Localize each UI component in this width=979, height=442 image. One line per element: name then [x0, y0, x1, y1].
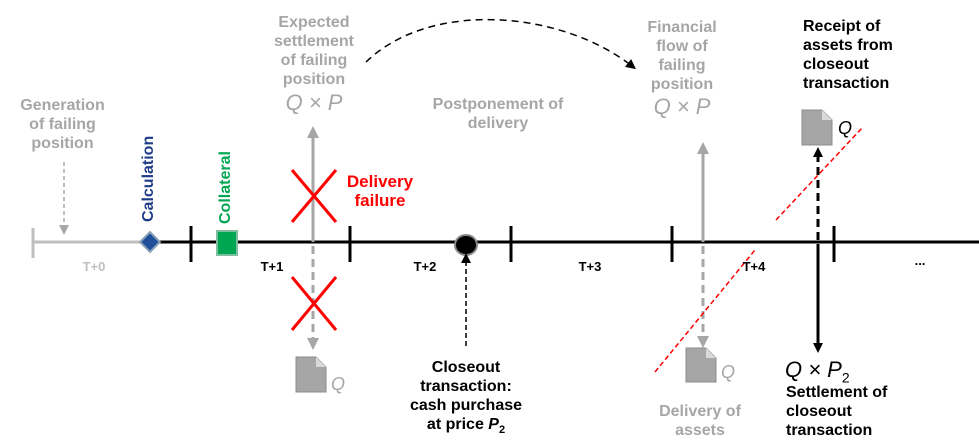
delivery-failure-label: Delivery failure: [346, 172, 414, 210]
document-icon-middle: [685, 347, 717, 383]
red-diagonal-right: [775, 127, 863, 221]
period-label-t4: T+4: [742, 259, 766, 274]
postponement-label: Postponement of delivery: [432, 96, 564, 132]
period-label-t1: T+1: [260, 259, 284, 274]
q-label-middle: Q: [721, 362, 736, 382]
period-label-t3: T+3: [578, 259, 602, 274]
expected-formula: Q × P: [285, 90, 343, 115]
financial-formula: Q × P: [653, 94, 711, 119]
period-label-t0: T+0: [82, 259, 106, 274]
q-label-left: Q: [331, 374, 346, 394]
closeout-dot: [454, 234, 478, 256]
closeout-label: Closeout transaction: cash purchase at p…: [409, 359, 523, 437]
delivery-assets-label: Delivery of assets: [659, 403, 741, 439]
expected-settlement-label: Expected settlement of failing position: [273, 14, 355, 88]
period-label-t2: T+2: [413, 259, 437, 274]
postponement-arrow: [365, 18, 636, 70]
collateral-marker: [216, 230, 238, 256]
q-label-right: Q: [838, 118, 853, 138]
failure-cross-bottom: [290, 276, 338, 331]
failure-cross-top: [290, 169, 338, 223]
collateral-label: Collateral: [217, 151, 234, 224]
settlement-label: Settlement of closeout transaction: [786, 384, 888, 439]
generation-label: Generation of failing position: [20, 97, 105, 152]
red-diagonal-left: [654, 249, 756, 373]
calculation-label: Calculation: [140, 135, 157, 222]
document-icon-right: [801, 109, 833, 146]
document-icon-left: [295, 356, 327, 393]
financial-flow-label: Financial flow of failing position: [647, 19, 717, 93]
receipt-label: Receipt of assets from closeout transact…: [803, 18, 893, 92]
calculation-marker: [138, 230, 162, 254]
settlement-formula: Q × P2: [785, 357, 850, 386]
period-label-ellipsis: ...: [914, 253, 926, 268]
